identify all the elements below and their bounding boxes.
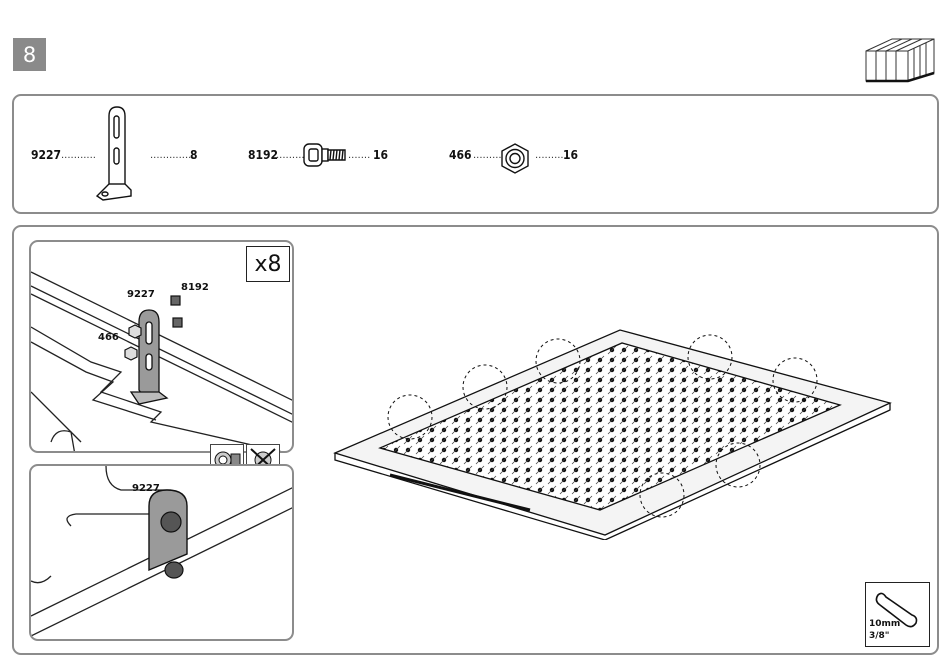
part-qty-466: 16 <box>563 148 578 162</box>
detail-label-nut: 466 <box>98 332 119 343</box>
hex-nut-icon <box>498 142 532 176</box>
part-code-8192: 8192 <box>248 148 278 162</box>
tool-size-metric: 10mm <box>869 619 900 629</box>
step-number: 8 <box>23 43 36 67</box>
tool-box: 10mm 3/8" <box>865 582 930 647</box>
floor-base-illustration <box>330 325 900 540</box>
detail-label-bracket: 9227 <box>127 289 155 300</box>
tool-size-imperial: 3/8" <box>869 631 890 641</box>
bracket-closeup-illustration <box>31 466 294 641</box>
part-code-466: 466 <box>449 148 472 162</box>
detail-label-bolt: 8192 <box>181 282 209 293</box>
part-qty-9227: 8 <box>190 148 198 162</box>
leader-dots: ......... <box>535 150 564 161</box>
quantity-multiplier: x8 <box>246 246 290 282</box>
part-qty-8192: 16 <box>373 148 388 162</box>
bolt-icon <box>301 140 349 172</box>
greenhouse-icon <box>862 33 938 83</box>
angle-bracket-icon <box>93 104 135 204</box>
detail-bottom-box <box>29 464 294 641</box>
leader-dots: .............. <box>150 150 195 161</box>
step-number-badge: 8 <box>13 38 46 71</box>
part-code-9227: 9227 <box>31 148 61 162</box>
detail-label-bottom-bracket: 9227 <box>132 483 160 494</box>
leader-dots: ....... <box>348 150 370 161</box>
multiplier-text: x8 <box>254 252 281 277</box>
leader-dots: ........... <box>61 150 96 161</box>
